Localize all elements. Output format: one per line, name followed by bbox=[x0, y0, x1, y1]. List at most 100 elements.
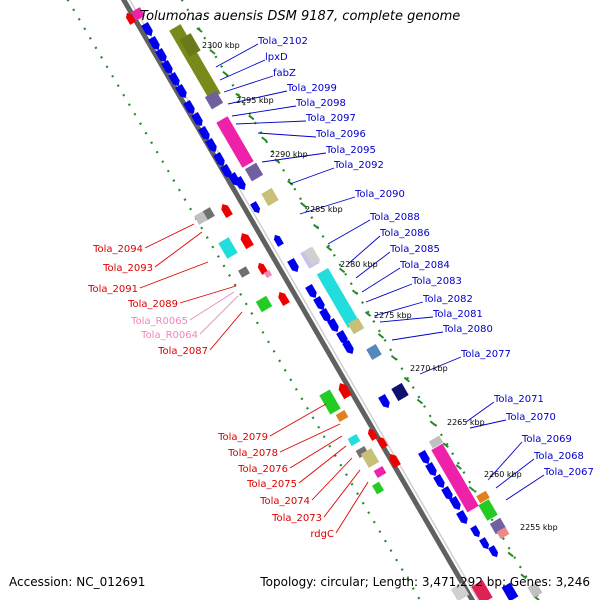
label-leader bbox=[487, 441, 523, 481]
forward-gene-pink bbox=[496, 527, 510, 539]
forward-gene-arrow bbox=[441, 486, 453, 501]
track-dash bbox=[209, 49, 216, 55]
reverse-gene-arrow bbox=[377, 436, 388, 449]
forward-gene-steelblue bbox=[366, 344, 382, 360]
track-dash bbox=[313, 223, 320, 230]
forward-gene-arrow bbox=[327, 318, 339, 333]
label-leader bbox=[219, 59, 266, 81]
label-leader bbox=[347, 235, 381, 265]
reverse-gene-label: Tola_2076 bbox=[237, 464, 288, 475]
forward-gene-arrow bbox=[155, 48, 167, 63]
forward-gene-arrow bbox=[191, 112, 203, 127]
forward-gene-magenta bbox=[131, 7, 145, 21]
reverse-gene-label: Tola_2094 bbox=[92, 244, 143, 255]
label-leader bbox=[215, 43, 259, 68]
forward-gene-cyan bbox=[316, 267, 360, 329]
forward-gene-label: Tola_2067 bbox=[543, 467, 594, 478]
rna-gene-label: Tola_R0064 bbox=[140, 330, 198, 341]
backbone-main bbox=[120, 0, 478, 604]
forward-gene-arrow bbox=[378, 394, 390, 409]
forward-gene-khaki bbox=[347, 317, 365, 335]
reverse-gene-label: Tola_2073 bbox=[271, 513, 322, 524]
forward-gene-arrow bbox=[449, 496, 461, 511]
tick-label: 2285 kbp bbox=[305, 205, 343, 214]
reverse-gene-magenta bbox=[373, 466, 387, 478]
label-leader bbox=[327, 219, 371, 245]
label-leader bbox=[391, 331, 444, 341]
reverse-gene-label: Tola_2074 bbox=[259, 496, 310, 507]
label-leader bbox=[469, 419, 507, 429]
reverse-gene-label: Tola_2087 bbox=[157, 346, 208, 357]
forward-gene-gray bbox=[527, 582, 543, 598]
label-leader bbox=[223, 75, 274, 93]
label-leader bbox=[279, 423, 341, 453]
label-leader bbox=[139, 261, 209, 289]
reverse-gene-orange bbox=[335, 410, 349, 422]
forward-gene-label: Tola_2071 bbox=[493, 394, 544, 405]
forward-gene-arrow bbox=[250, 201, 261, 214]
label-leader bbox=[261, 152, 327, 163]
tick-label: 2265 kbp bbox=[447, 418, 485, 427]
forward-gene-arrow bbox=[183, 100, 195, 115]
forward-gene-arrow bbox=[488, 545, 499, 558]
reverse-gene-label: Tola_2075 bbox=[246, 479, 297, 490]
label-leader bbox=[299, 196, 356, 215]
gene-labels: Tola_2102lpxDfabZTola_2099Tola_2098Tola_… bbox=[87, 36, 594, 540]
reverse-gene-rna bbox=[263, 269, 273, 279]
tick-label: 2275 kbp bbox=[374, 311, 412, 320]
reverse-gene-arrow bbox=[338, 383, 352, 400]
forward-gene-arrow bbox=[319, 308, 331, 323]
forward-gene-label: Tola_2082 bbox=[422, 294, 473, 305]
reverse-gene-gray bbox=[238, 266, 250, 278]
forward-gene-label: Tola_2083 bbox=[411, 276, 462, 287]
label-leader bbox=[361, 267, 401, 293]
label-leader bbox=[235, 120, 307, 125]
forward-gene-label: Tola_2068 bbox=[533, 451, 584, 462]
forward-gene-gray bbox=[450, 582, 470, 602]
track-dash bbox=[300, 202, 307, 208]
label-leader bbox=[379, 316, 434, 323]
label-leader bbox=[289, 435, 343, 469]
reverse-gene-cyan bbox=[347, 434, 361, 446]
label-leader bbox=[209, 311, 243, 351]
reverse-gene-khaki bbox=[360, 448, 380, 468]
forward-gene-arrow bbox=[418, 450, 430, 465]
track-dash bbox=[261, 136, 268, 143]
forward-gene-gray bbox=[303, 246, 321, 266]
forward-gene-arrow bbox=[456, 510, 468, 525]
forward-gene-gray bbox=[428, 435, 444, 449]
label-leader bbox=[269, 403, 327, 437]
forward-gene-label: Tola_2096 bbox=[315, 129, 366, 140]
map-title: Tolumonas auensis DSM 9187, complete gen… bbox=[139, 9, 461, 24]
track-dash bbox=[248, 114, 255, 121]
forward-gene-label: Tola_2090 bbox=[354, 189, 405, 200]
reverse-gene-arrow bbox=[367, 428, 378, 441]
forward-gene-label: fabZ bbox=[273, 68, 296, 79]
forward-gene-label: Tola_2097 bbox=[305, 113, 356, 124]
label-leader bbox=[465, 401, 495, 423]
reverse-gene-green bbox=[372, 481, 384, 495]
forward-gene-arrow bbox=[198, 126, 210, 141]
track-dash bbox=[338, 267, 346, 274]
forward-gene-orange bbox=[476, 490, 490, 504]
tick-label: 2260 kbp bbox=[484, 470, 522, 479]
forward-gene-label: lpxD bbox=[265, 52, 288, 63]
rna-gene-label: Tola_R0065 bbox=[130, 316, 188, 327]
reverse-gene-arrow bbox=[240, 233, 254, 250]
forward-gene-label: Tola_2080 bbox=[442, 324, 493, 335]
forward-gene-arrow bbox=[336, 330, 348, 345]
forward-gene-green bbox=[478, 499, 498, 521]
forward-gene-arrow bbox=[175, 84, 187, 99]
forward-gene-arrow bbox=[220, 164, 232, 179]
reverse-gene-gray bbox=[194, 211, 208, 225]
tick-label: 2255 kbp bbox=[520, 523, 558, 532]
forward-gene-blue bbox=[501, 582, 519, 602]
reverse-gene-arrow bbox=[125, 12, 136, 25]
reverse-dotted-track bbox=[66, 0, 421, 601]
forward-gene-label: Tola_2084 bbox=[399, 260, 450, 271]
label-leader bbox=[179, 285, 237, 304]
forward-gene-arrow bbox=[148, 36, 160, 51]
track-dash bbox=[416, 398, 423, 405]
